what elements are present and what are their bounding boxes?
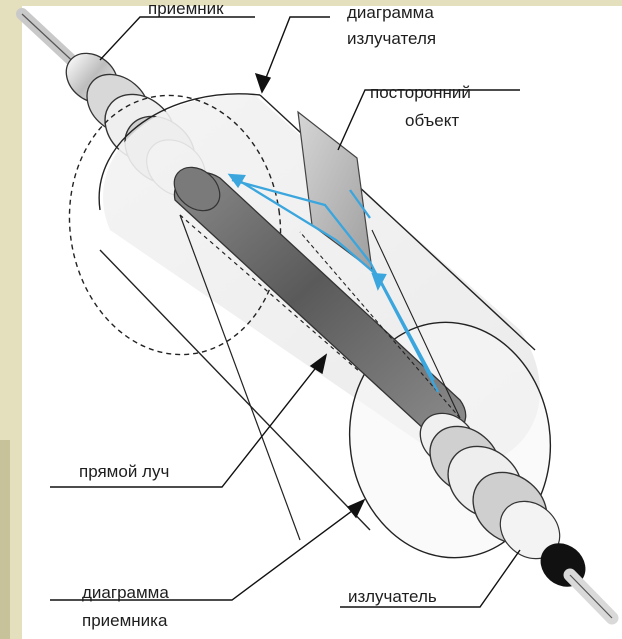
side-bar-left [0,440,10,639]
label-foreign-object-1: посторонний [370,83,471,102]
label-emitter-pattern-2: излучателя [347,29,436,48]
label-receiver-pattern-2: приемника [82,611,168,630]
top-strip [0,0,622,6]
label-emitter: излучатель [348,587,437,606]
label-receiver: приемник [148,0,224,18]
label-direct-beam: прямой луч [79,462,169,481]
label-emitter-pattern-1: диаграмма [347,3,434,22]
label-foreign-object-2: объект [405,111,459,130]
label-receiver-pattern-1: диаграмма [82,583,169,602]
